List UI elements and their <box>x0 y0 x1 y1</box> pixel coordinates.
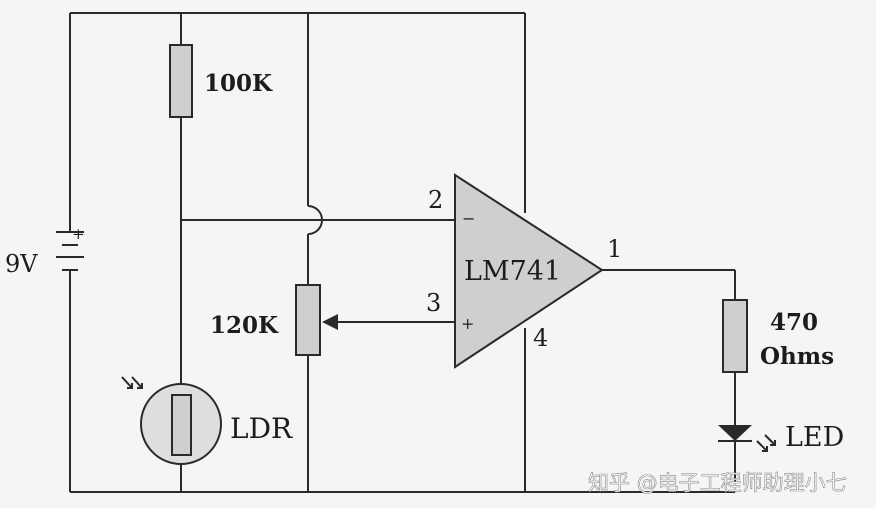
pin-3-label: 3 <box>426 289 441 317</box>
opamp-label: LM741 <box>464 256 561 287</box>
watermark-text: 知乎 @电子工程师助理小七 <box>588 471 847 495</box>
pin-4-label: 4 <box>533 324 548 352</box>
battery-label: 9V <box>5 250 38 278</box>
battery-symbol: + <box>56 225 85 271</box>
opamp-minus-sign: − <box>462 209 475 228</box>
led-diode-triangle <box>718 425 752 441</box>
ldr-resistor-body <box>171 394 192 456</box>
pin-1-label: 1 <box>607 235 622 263</box>
potentiometer-120k <box>295 284 321 356</box>
pot-wiper-arrow-icon <box>322 314 338 330</box>
ldr-label: LDR <box>230 412 293 445</box>
potentiometer-label: 120K <box>210 312 279 339</box>
resistor-100k-label: 100K <box>204 70 273 97</box>
opamp-plus-sign: + <box>461 314 474 333</box>
battery-plus-sign: + <box>72 225 85 243</box>
led-label: LED <box>785 422 844 453</box>
opamp-triangle <box>454 173 604 369</box>
resistor-470-value: 470 <box>770 309 818 336</box>
resistor-470 <box>722 299 748 373</box>
pin-2-label: 2 <box>428 186 443 214</box>
resistor-470-unit: Ohms <box>760 343 834 370</box>
wires <box>69 12 736 493</box>
led-emission-arrows-icon <box>756 434 776 452</box>
ldr-symbol <box>121 376 222 465</box>
led-symbol <box>718 425 776 452</box>
resistor-100k <box>169 44 193 118</box>
light-arrows-icon <box>121 376 143 389</box>
